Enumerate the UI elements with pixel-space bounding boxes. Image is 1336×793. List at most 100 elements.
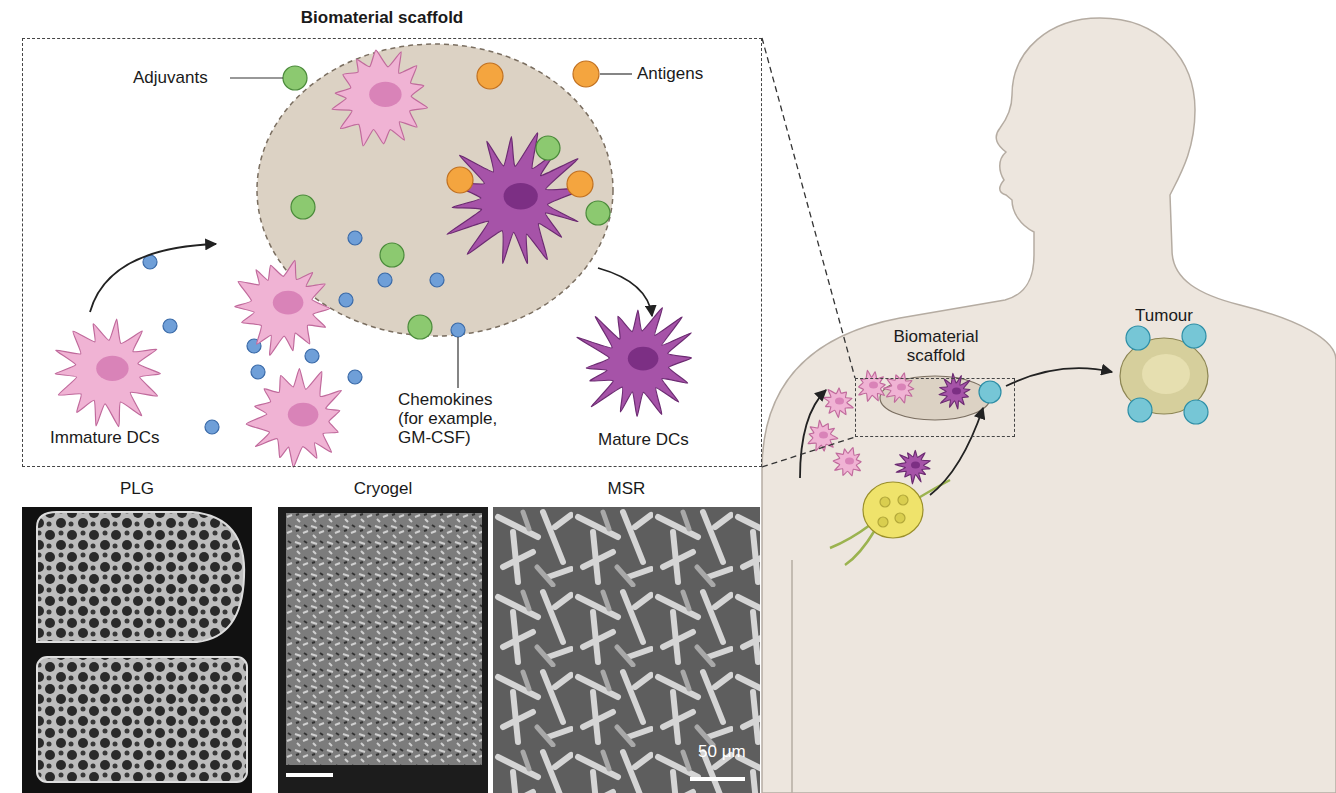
- tumour: Tumour: [1118, 336, 1210, 416]
- callout-label: Chemokines (for example, GM-CSF): [398, 390, 508, 447]
- chemokine-dot: [205, 420, 219, 434]
- mature-dc-nucleus: [628, 347, 659, 371]
- leader-line: [600, 73, 632, 74]
- t-cell-arrow: [1006, 368, 1112, 386]
- immature-dc-nucleus: [897, 384, 906, 391]
- lymph-follicle-group: [878, 495, 908, 527]
- immature-dc-body: [859, 370, 886, 401]
- antigen-dot: [573, 61, 599, 87]
- scale-bar: [286, 773, 333, 777]
- panel-title: Cryogel: [278, 479, 488, 498]
- inset-illustration: [55, 44, 691, 467]
- adjuvant-dot: [586, 201, 610, 225]
- inset-frame: Biomaterial scaffold: [22, 38, 762, 467]
- body-illustration: [800, 368, 1112, 565]
- mature-dc-body: [577, 308, 692, 417]
- chemokine-dot: [163, 319, 177, 333]
- chemokine-dot: [305, 349, 319, 363]
- chemokine-dot: [378, 273, 392, 287]
- immature-dc: [246, 369, 341, 468]
- immature-dc: [808, 420, 838, 451]
- immature-dc: [55, 319, 160, 426]
- scale-bar: [690, 777, 745, 781]
- lymph-follicle: [880, 497, 890, 507]
- immature-dc-body: [246, 369, 341, 468]
- t-cell: [1126, 326, 1150, 350]
- callout-label: Adjuvants: [133, 68, 233, 87]
- lymph-node: [863, 482, 923, 538]
- immature-dc-body: [808, 420, 838, 451]
- adjuvant-dot: [536, 136, 560, 160]
- scaffold-sample: [286, 513, 482, 765]
- chemokine-dot: [348, 231, 362, 245]
- migration-arrow: [90, 244, 216, 312]
- maturation-arrow: [598, 268, 652, 316]
- lymph-follicle: [898, 495, 908, 505]
- adjuvant-dot: [291, 195, 315, 219]
- immature-dc: [859, 370, 886, 401]
- cell-label: Immature DCs: [50, 428, 190, 447]
- chemokine-dot: [251, 365, 265, 379]
- immature-dc-body: [55, 319, 160, 426]
- immature-dc-body: [823, 388, 853, 418]
- zoom-connector: [762, 437, 855, 467]
- mature-dc-body: [895, 450, 930, 483]
- mature-dc: [447, 133, 587, 264]
- arm-contour: [791, 560, 793, 793]
- immature-dc-nucleus: [869, 382, 878, 389]
- adjuvant-dot: [283, 66, 307, 90]
- immature-dc-nucleus: [288, 403, 319, 427]
- callout-label: Antigens: [637, 64, 737, 83]
- lymph-follicle: [895, 513, 905, 523]
- chemokine-dot: [339, 293, 353, 307]
- zoom-region: Biomaterial scaffold: [855, 378, 1015, 437]
- mature-dc-nucleus: [952, 388, 961, 395]
- scaffold-sample: [37, 657, 247, 782]
- panel-image: [1118, 336, 1210, 416]
- chemokine-dot: [430, 273, 444, 287]
- immature-dc-body: [332, 50, 428, 146]
- adjuvant-dot-group: [283, 66, 610, 339]
- immature-dc-body: [235, 260, 330, 355]
- panel-image: [22, 507, 252, 793]
- adjuvant-dot: [408, 315, 432, 339]
- immature-dc: [833, 448, 861, 476]
- immature-dc: [235, 260, 330, 355]
- t-cell-arrow: [930, 408, 983, 495]
- antigen-dot: [567, 171, 593, 197]
- chemokine-dot: [348, 370, 362, 384]
- scaffold-label: Biomaterial scaffold: [876, 327, 996, 365]
- mature-dc-body: [447, 133, 587, 264]
- immature-dc-nucleus: [273, 291, 304, 315]
- immature-dc-body: [833, 448, 861, 476]
- mature-dc-nucleus: [504, 183, 538, 210]
- panel-image: [278, 507, 488, 793]
- sem-panel: Cryogel: [278, 507, 488, 793]
- immature-dc: [823, 388, 853, 418]
- panel-title: PLG: [22, 479, 252, 498]
- cell-label: Mature DCs: [598, 430, 718, 449]
- mature-dc: [577, 308, 692, 417]
- t-cell-group: [979, 381, 1001, 403]
- t-cell-group: [1126, 324, 1208, 424]
- immature-dc: [332, 50, 428, 146]
- chemokine-dot: [451, 323, 465, 337]
- migration-arrow: [800, 390, 826, 478]
- mature-dc: [895, 450, 930, 483]
- antigen-dot: [447, 167, 473, 193]
- tumour-label: Tumour: [1108, 306, 1220, 325]
- zoom-connector: [762, 38, 855, 378]
- body-silhouette: [762, 18, 1336, 793]
- scale-bar-label: 50 μm: [698, 742, 768, 761]
- lymph-follicle: [878, 517, 888, 527]
- mature-dc-nucleus: [911, 462, 920, 469]
- panel-title: MSR: [493, 479, 760, 498]
- antigen-dot-group: [447, 61, 599, 197]
- t-cell: [1184, 400, 1208, 424]
- t-cell: [1182, 324, 1206, 348]
- leader-line: [230, 77, 283, 78]
- immature-dc-nucleus: [845, 458, 854, 465]
